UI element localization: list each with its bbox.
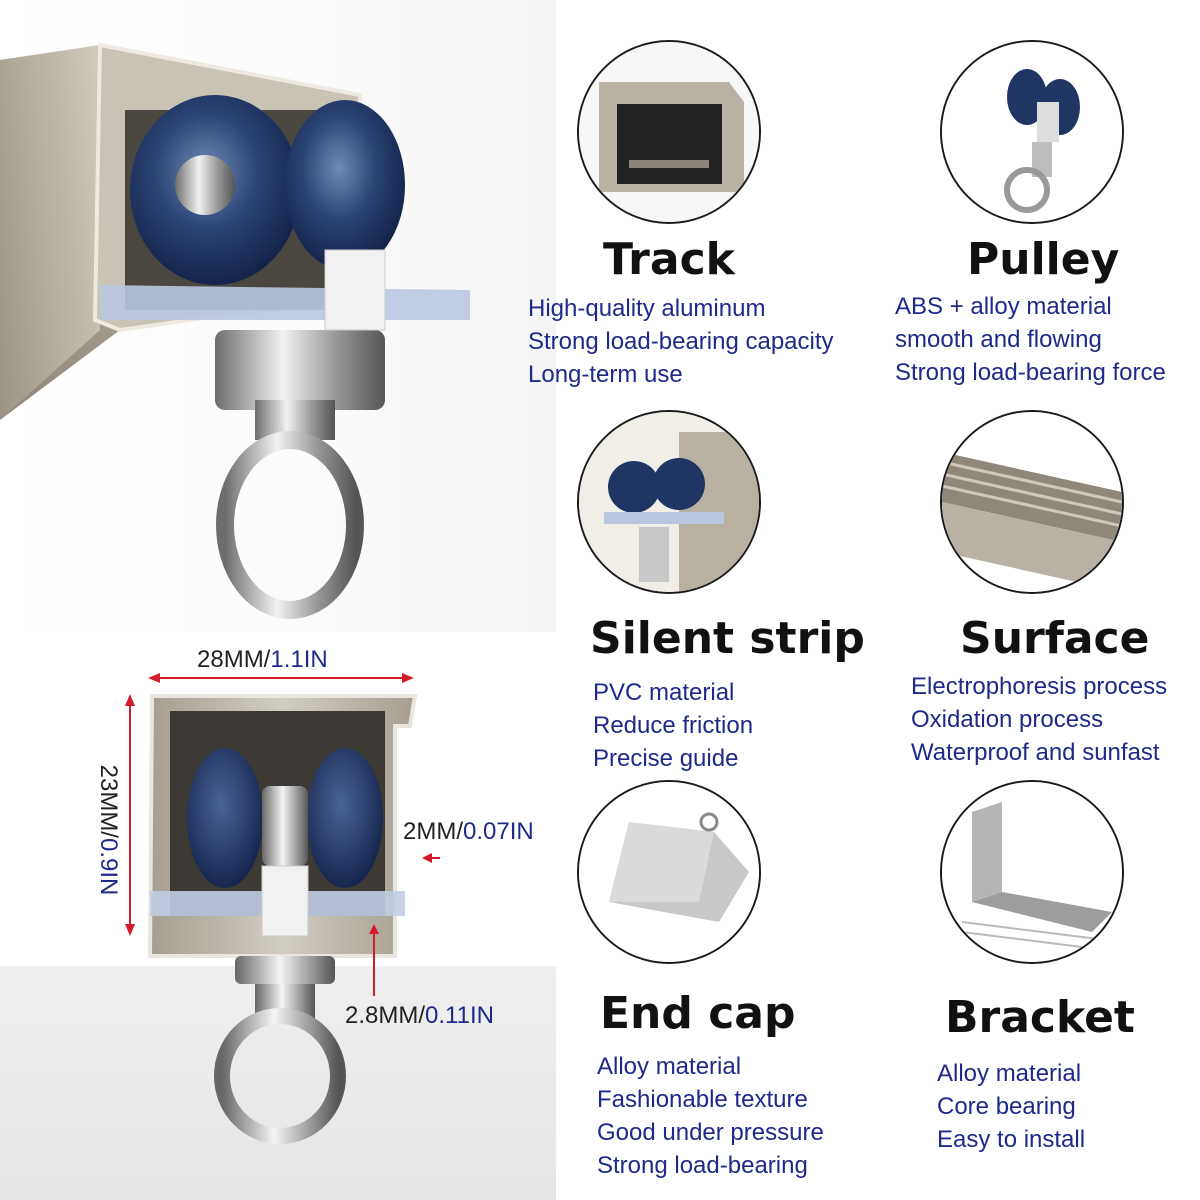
lip-dimension-label: 2.8MM/0.11IN (345, 1002, 494, 1030)
feature-list-end-cap: Alloy material Fashionable texture Good … (597, 1050, 824, 1182)
feature-line: Core bearing (937, 1093, 1076, 1120)
feature-line: PVC material (593, 679, 735, 706)
wall-in: 0.07IN (463, 818, 534, 845)
surface-icon (940, 410, 1124, 594)
height-in: 0.9IN (95, 837, 122, 896)
feature-line: High-quality aluminum (528, 295, 766, 322)
dimension-photo: 28MM/1.1IN 23MM/0.9IN 2MM/0.07IN 2.8MM/0… (0, 636, 556, 1200)
track-icon (577, 40, 761, 224)
feature-title-surface: Surface (960, 613, 1150, 664)
feature-line: smooth and flowing (895, 326, 1102, 353)
track-hero-illustration (0, 42, 470, 619)
feature-line: ABS + alloy material (895, 293, 1112, 320)
height-mm: 23MM/ (95, 764, 122, 838)
feature-line: Strong load-bearing capacity (528, 328, 834, 355)
feature-list-pulley: ABS + alloy material smooth and flowing … (895, 290, 1166, 389)
feature-title-track: Track (603, 234, 735, 285)
feature-line: Alloy material (597, 1053, 742, 1080)
feature-title-end-cap: End cap (600, 988, 796, 1039)
feature-line: Electrophoresis process (911, 673, 1168, 700)
feature-line: Long-term use (528, 361, 683, 388)
dimension-illustration (125, 673, 440, 1144)
feature-line: Good under pressure (597, 1119, 824, 1146)
feature-line: Waterproof and sunfast (911, 739, 1160, 766)
feature-title-silent-strip: Silent strip (590, 613, 865, 664)
height-dimension-label: 23MM/0.9IN (94, 710, 122, 950)
wall-mm: 2MM/ (403, 818, 463, 845)
feature-title-pulley: Pulley (967, 234, 1120, 285)
wall-dimension-label: 2MM/0.07IN (403, 818, 534, 846)
end-cap-icon (577, 780, 761, 964)
feature-line: Easy to install (937, 1126, 1086, 1153)
width-dimension-label: 28MM/1.1IN (197, 646, 328, 674)
width-in: 1.1IN (270, 646, 328, 673)
track-hero-photo (0, 0, 556, 632)
width-mm: 28MM/ (197, 646, 271, 673)
feature-list-surface: Electrophoresis process Oxidation proces… (911, 670, 1167, 769)
feature-list-track: High-quality aluminum Strong load-bearin… (528, 292, 834, 391)
feature-line: Strong load-bearing force (895, 359, 1166, 386)
feature-title-bracket: Bracket (945, 992, 1135, 1043)
feature-line: Strong load-bearing (597, 1152, 808, 1179)
feature-list-silent-strip: PVC material Reduce friction Precise gui… (593, 676, 753, 775)
feature-line: Oxidation process (911, 706, 1104, 733)
lip-in: 0.11IN (425, 1002, 494, 1029)
feature-line: Reduce friction (593, 712, 754, 739)
feature-line: Alloy material (937, 1060, 1082, 1087)
silent-strip-icon (577, 410, 761, 594)
pulley-icon (940, 40, 1124, 224)
feature-list-bracket: Alloy material Core bearing Easy to inst… (937, 1057, 1085, 1156)
feature-line: Precise guide (593, 745, 739, 772)
lip-mm: 2.8MM/ (345, 1002, 426, 1029)
bracket-icon (940, 780, 1124, 964)
feature-line: Fashionable texture (597, 1086, 808, 1113)
